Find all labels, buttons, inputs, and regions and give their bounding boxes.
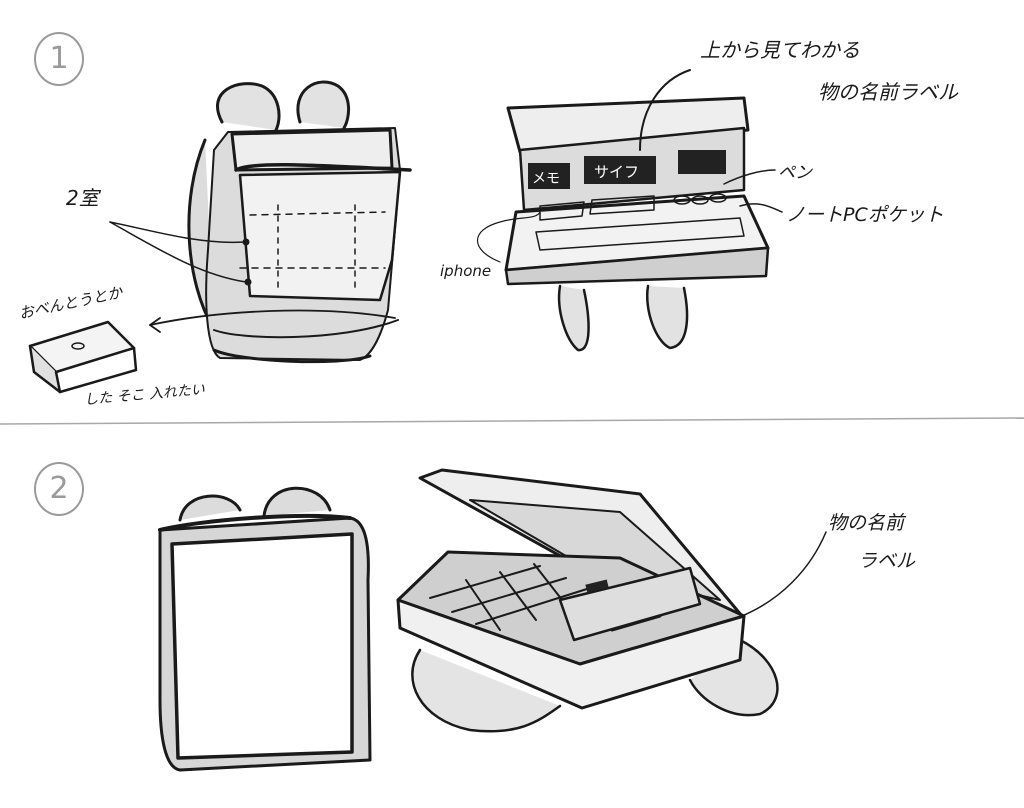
label-seen-from-above: 上から見てわかる (700, 38, 860, 62)
backpack-closed-sketch (158, 486, 372, 772)
panel-2-number: 2 (34, 462, 84, 516)
backpack-front-sketch (28, 80, 412, 394)
backpack-open-sketch (476, 69, 783, 352)
tag-wallet: サイフ (594, 163, 640, 181)
label-two-compartments: 2室 (66, 186, 99, 210)
tag-memo: メモ (532, 171, 560, 187)
label-label: ラベル (858, 550, 916, 572)
case-open-sketch (396, 468, 827, 733)
label-pen: ペン (778, 163, 812, 183)
label-iphone: iphone (440, 262, 492, 280)
label-item-name: 物の名前 (828, 512, 905, 534)
label-item-name-label: 物の名前ラベル (818, 80, 958, 104)
panel-1-number: 1 (34, 32, 84, 86)
panel-divider (0, 417, 1024, 425)
label-laptop-pocket: ノートPCポケット (786, 204, 944, 226)
